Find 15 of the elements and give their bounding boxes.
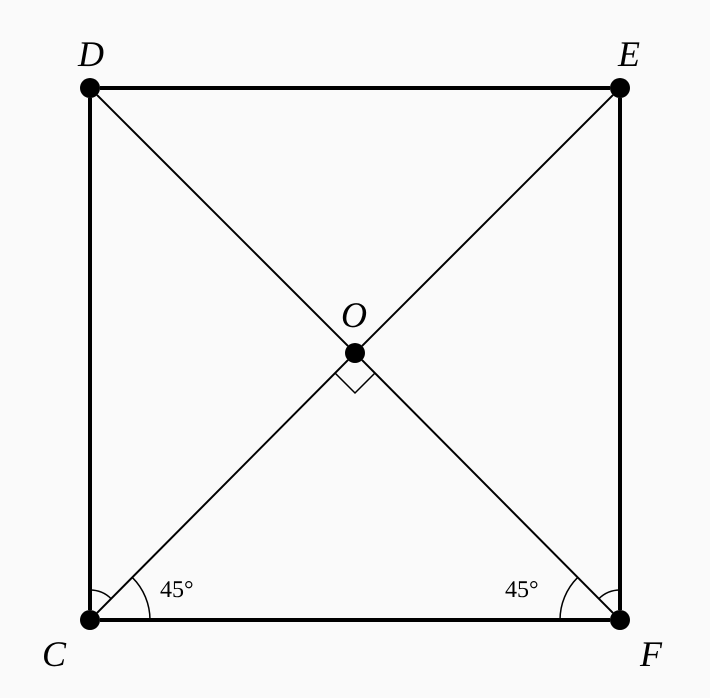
angle-label: 45°: [505, 578, 539, 602]
point-label: E: [618, 36, 640, 72]
line-segment: [361, 94, 614, 347]
line-segment: [88, 98, 92, 610]
point-label: C: [42, 636, 66, 672]
line-segment: [618, 98, 622, 610]
point-label: F: [640, 636, 662, 672]
line-segment: [96, 94, 349, 347]
line-segment: [96, 359, 349, 614]
point-label: O: [341, 297, 367, 333]
line-segment: [100, 86, 610, 90]
angle-label: 45°: [160, 578, 194, 602]
point-label: D: [78, 36, 104, 72]
line-segment: [100, 618, 610, 622]
line-segment: [361, 359, 614, 614]
